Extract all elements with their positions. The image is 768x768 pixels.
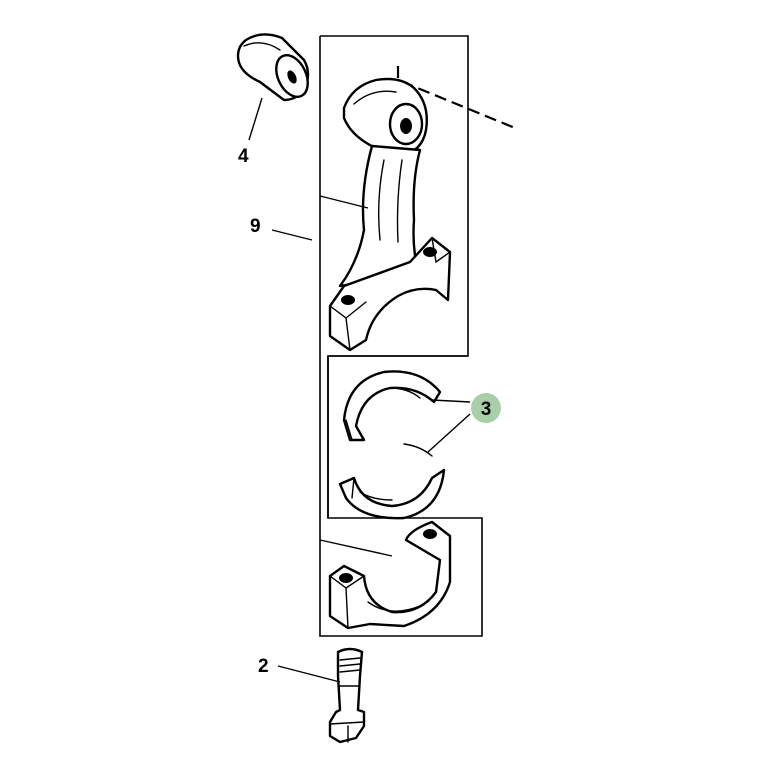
callout-label-3: 3 [481, 399, 492, 420]
leader-9-b [319, 195, 369, 209]
group-frames [319, 35, 483, 637]
callout-label-9: 9 [250, 216, 261, 237]
leader-3-a [431, 399, 471, 403]
callout-3-highlight [471, 393, 501, 423]
leader-2 [277, 665, 341, 683]
leader-3-b [427, 413, 471, 453]
connecting-rod-part [328, 77, 452, 352]
callout-3[interactable]: 3 [471, 393, 501, 423]
rod-cap-part [328, 520, 452, 630]
callout-label-4: 4 [238, 146, 249, 167]
callout-4[interactable]: 4 [238, 146, 249, 167]
leader-lines [248, 97, 471, 683]
callout-label-2: 2 [258, 656, 269, 677]
callout-9[interactable]: 9 [250, 216, 261, 237]
leader-4 [248, 97, 263, 141]
callout-2[interactable]: 2 [258, 656, 269, 677]
bushing-part [236, 33, 310, 102]
leader-9-a [271, 229, 313, 241]
dashed-axis-line [396, 66, 516, 130]
rod-bolt-part [328, 647, 366, 744]
leader-9-c [319, 539, 393, 557]
bearing-shells-part [338, 370, 446, 520]
